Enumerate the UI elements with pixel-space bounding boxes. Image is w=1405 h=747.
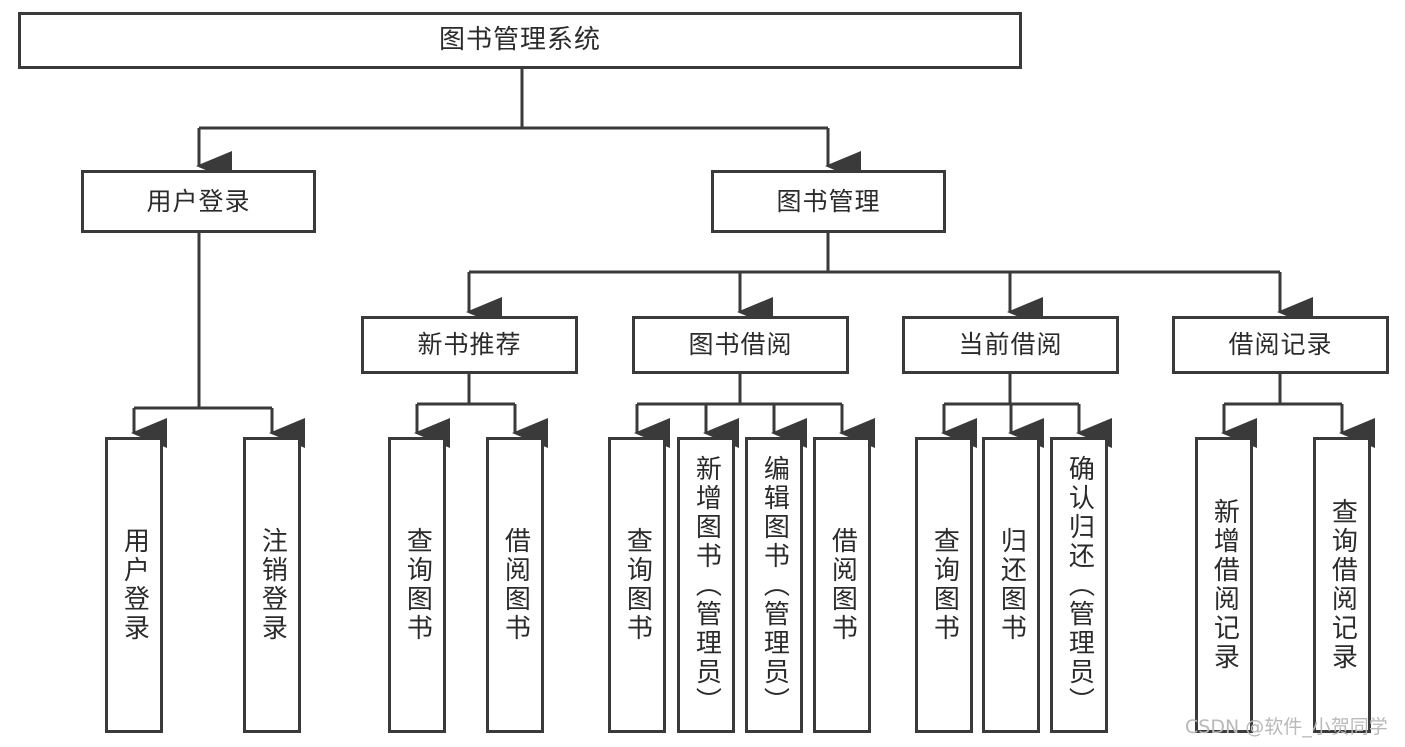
node-book-management[interactable]: 图书管理 (711, 170, 946, 233)
leaf-add-book-admin[interactable]: 新增图书（管理员） (677, 437, 735, 733)
leaf-edit-book-admin[interactable]: 编辑图书（管理员） (745, 437, 803, 733)
leaf-add-borrow-record[interactable]: 新增借阅记录 (1195, 437, 1253, 733)
leaf-confirm-return-admin[interactable]: 确认归还（管理员） (1050, 437, 1108, 733)
leaf-borrow-book-new[interactable]: 借阅图书 (486, 437, 544, 733)
node-label: 编辑图书（管理员） (759, 454, 790, 716)
leaf-logout[interactable]: 注销登录 (243, 437, 301, 733)
node-borrow-record[interactable]: 借阅记录 (1172, 316, 1389, 374)
leaf-query-book-current[interactable]: 查询图书 (915, 437, 973, 733)
leaf-text-wrap: 查询借阅记录 (1316, 440, 1368, 730)
node-label: 图书管理系统 (438, 25, 601, 56)
node-label: 新增借阅记录 (1209, 498, 1240, 672)
node-root-book-management-system[interactable]: 图书管理系统 (18, 12, 1022, 69)
leaf-borrow-book[interactable]: 借阅图书 (813, 437, 871, 733)
node-label: 查询图书 (622, 527, 653, 643)
leaf-text-wrap: 查询图书 (391, 440, 443, 730)
leaf-text-wrap: 用户登录 (108, 440, 160, 730)
leaf-text-wrap: 查询图书 (918, 440, 970, 730)
node-label: 确认归还（管理员） (1064, 454, 1095, 716)
node-label: 图书管理 (776, 186, 881, 216)
leaf-text-wrap: 查询图书 (611, 440, 663, 730)
leaf-text-wrap: 注销登录 (246, 440, 298, 730)
node-label: 用户登录 (119, 527, 150, 643)
leaf-text-wrap: 新增图书（管理员） (680, 440, 732, 730)
node-label: 新增图书（管理员） (691, 454, 722, 716)
node-label: 借阅图书 (500, 527, 531, 643)
node-label: 新书推荐 (417, 330, 522, 360)
leaf-text-wrap: 借阅图书 (489, 440, 541, 730)
node-label: 查询借阅记录 (1327, 498, 1358, 672)
leaf-text-wrap: 新增借阅记录 (1198, 440, 1250, 730)
node-user-login[interactable]: 用户登录 (81, 170, 316, 233)
leaf-query-book-new[interactable]: 查询图书 (388, 437, 446, 733)
leaf-query-borrow-record[interactable]: 查询借阅记录 (1313, 437, 1371, 733)
node-label: 用户登录 (146, 186, 251, 216)
node-label: 当前借阅 (958, 330, 1063, 360)
csdn-watermark: CSDN @软件_小贺同学 (1185, 716, 1388, 738)
leaf-query-book-borrow[interactable]: 查询图书 (608, 437, 666, 733)
leaf-text-wrap: 编辑图书（管理员） (748, 440, 800, 730)
node-new-book-recommend[interactable]: 新书推荐 (361, 316, 578, 374)
node-label: 借阅图书 (827, 527, 858, 643)
node-current-borrow[interactable]: 当前借阅 (902, 316, 1119, 374)
node-label: 图书借阅 (688, 330, 793, 360)
leaf-text-wrap: 确认归还（管理员） (1053, 440, 1105, 730)
node-book-borrow[interactable]: 图书借阅 (632, 316, 849, 374)
leaf-text-wrap: 借阅图书 (816, 440, 868, 730)
leaf-user-login[interactable]: 用户登录 (105, 437, 163, 733)
node-label: 查询图书 (402, 527, 433, 643)
leaf-return-book[interactable]: 归还图书 (982, 437, 1040, 733)
node-label: 注销登录 (257, 527, 288, 643)
node-label: 查询图书 (929, 527, 960, 643)
node-label: 借阅记录 (1228, 330, 1333, 360)
node-label: 归还图书 (996, 527, 1027, 643)
leaf-text-wrap: 归还图书 (985, 440, 1037, 730)
